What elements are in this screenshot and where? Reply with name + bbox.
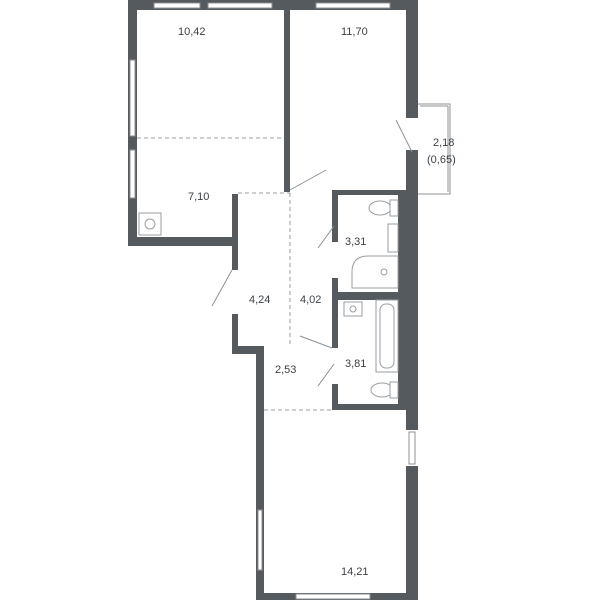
area-entrance: 2,53 (275, 364, 296, 376)
area-bathroom-2: 3,81 (345, 358, 366, 370)
fixtures (138, 199, 399, 399)
doors (211, 119, 413, 387)
area-bedroom-1: 10,42 (178, 26, 206, 38)
zone-lines (137, 137, 334, 411)
balcony (418, 103, 451, 195)
area-balcony: 2,18 (433, 137, 454, 149)
area-hall: 4,24 (249, 294, 270, 306)
windows (129, 2, 416, 600)
area-living-room: 14,21 (341, 566, 369, 578)
area-kitchen: 7,10 (188, 191, 209, 203)
walls (128, 0, 418, 600)
area-labels: 10,42 11,70 2,18 (0,65) 7,10 4,24 4,02 3… (178, 26, 456, 578)
area-bedroom-2: 11,70 (341, 26, 368, 38)
area-bathroom-1: 3,31 (345, 236, 366, 248)
area-corridor: 4,02 (300, 294, 321, 306)
area-balcony-note: (0,65) (427, 154, 456, 166)
